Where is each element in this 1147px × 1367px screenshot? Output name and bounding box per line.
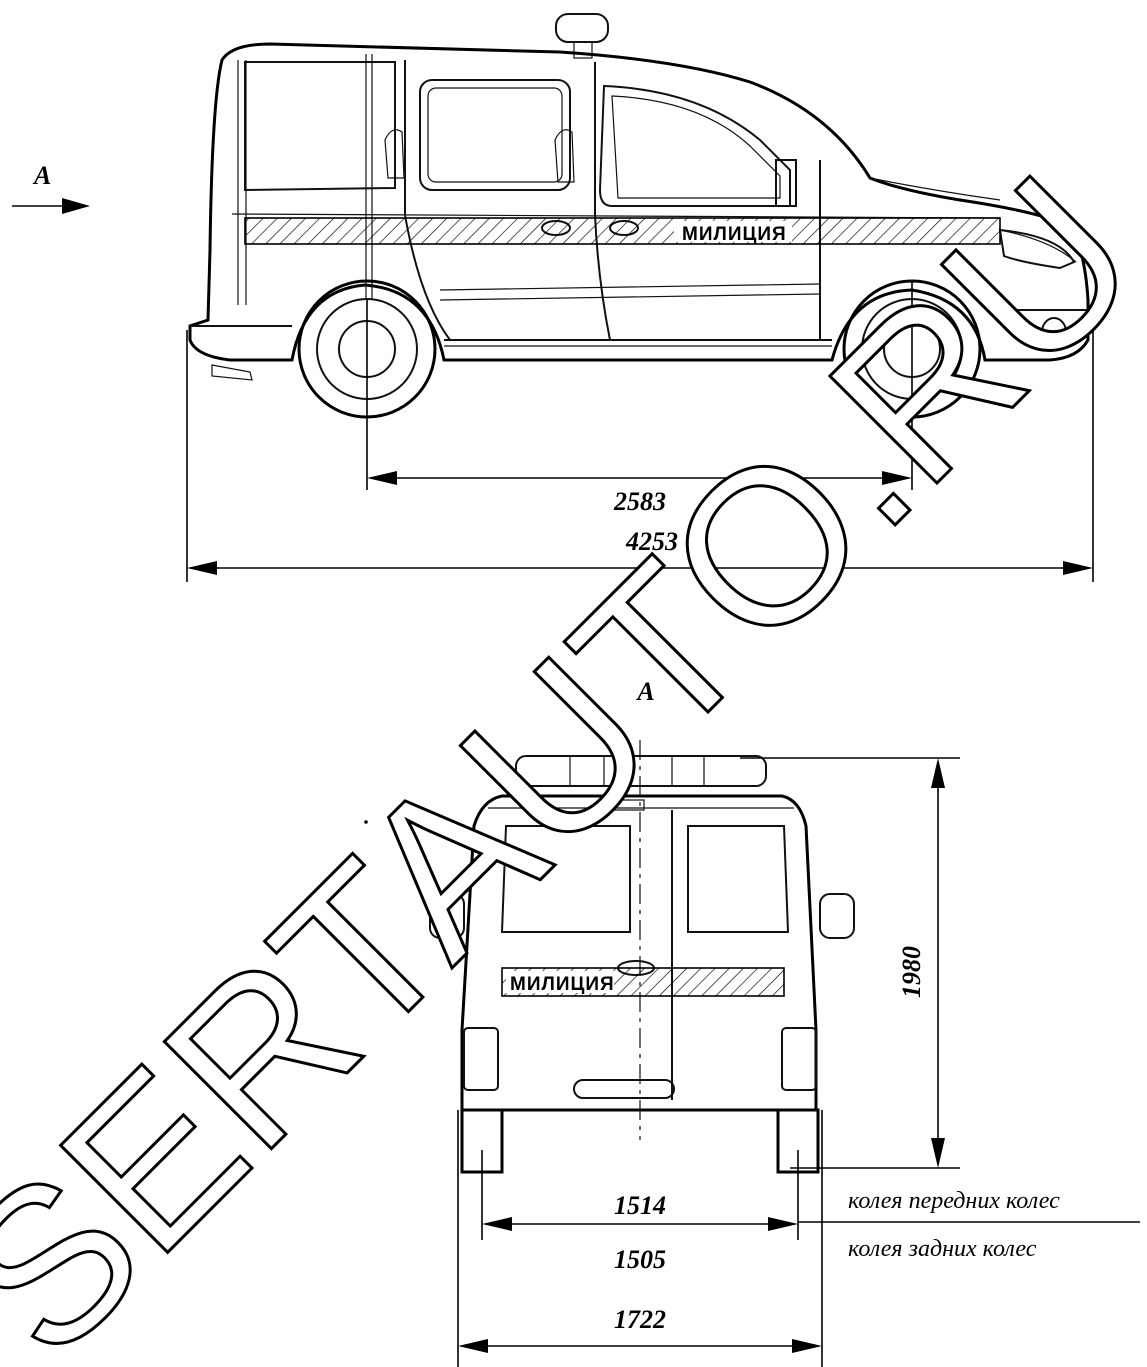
rear-right-window (687, 825, 790, 933)
side-body (188, 13, 1090, 381)
side-stripe (244, 217, 1001, 245)
view-marker-label-side: A (32, 161, 51, 190)
rear-track-value: 1505 (614, 1245, 666, 1274)
track-dimension: 1514 1505 колея передних колес колея зад… (481, 1150, 1140, 1274)
front-window (598, 84, 791, 207)
side-outline (188, 42, 1090, 362)
side-view: A (12, 13, 1094, 582)
side-stripe-label: МИЛИЦИЯ (682, 224, 787, 245)
height-dimension: 1980 (740, 757, 960, 1169)
height-value: 1980 (897, 946, 926, 998)
front-track-note: колея передних колес (848, 1188, 1060, 1214)
watermark: SERTAUTO.RU (0, 130, 1147, 1367)
rear-left-window (500, 825, 631, 933)
roof-beacon (555, 13, 609, 43)
width-value: 1722 (614, 1305, 666, 1334)
length-value: 4253 (625, 527, 678, 556)
view-marker-label-rear: A (635, 677, 654, 706)
wheelbase-value: 2583 (613, 487, 666, 516)
rear-stripe-label: МИЛИЦИЯ (510, 974, 615, 995)
front-track-value: 1514 (614, 1191, 666, 1220)
middle-window (419, 79, 571, 191)
wheelbase-dimension: 2583 (366, 280, 913, 516)
roof-light-bar (515, 755, 767, 787)
width-dimension: 1722 (457, 1110, 823, 1367)
rear-view: A МИЛИЦИЯ (364, 677, 1140, 1367)
rear-track-note: колея задних колес (848, 1236, 1037, 1262)
length-dimension: 4253 (186, 300, 1094, 582)
view-direction-arrow: A (12, 161, 90, 214)
